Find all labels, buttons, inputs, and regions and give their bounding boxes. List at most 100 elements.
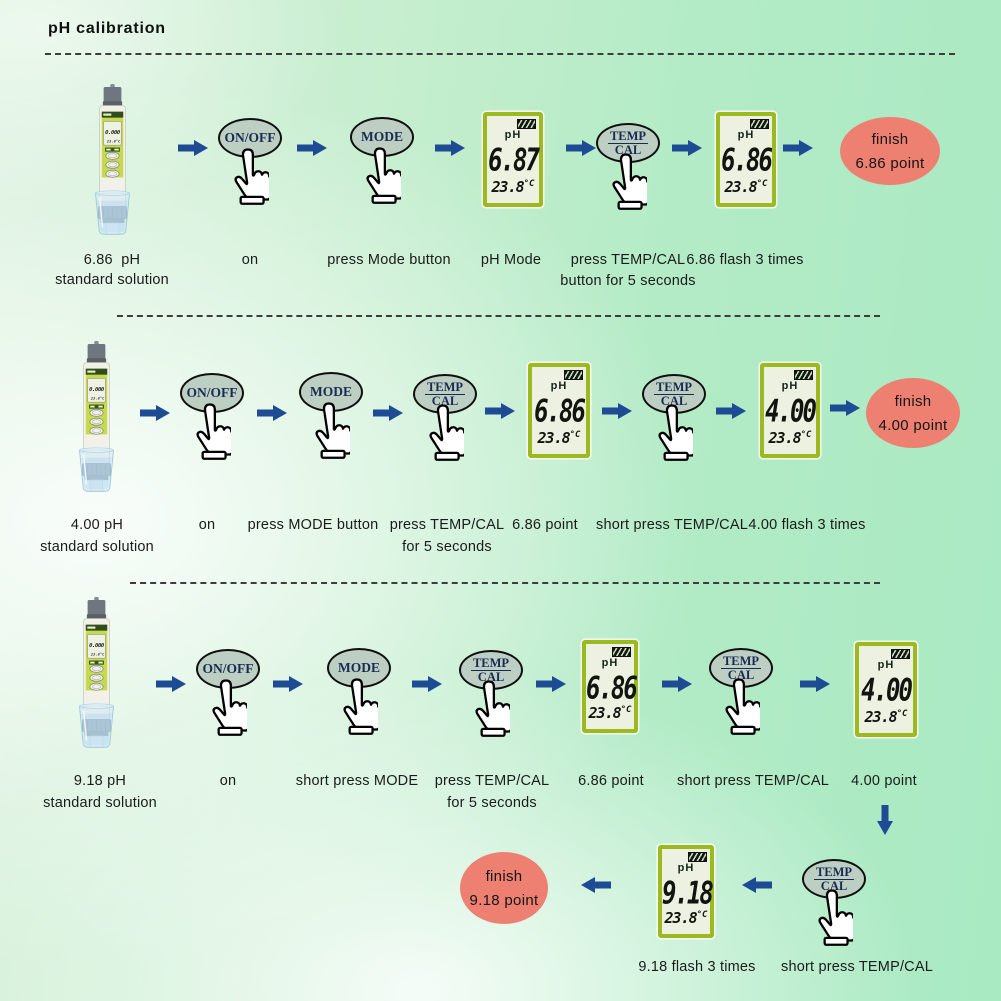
lcd-temp-unit: °C: [896, 709, 908, 719]
lcd-temp-unit: °C: [569, 430, 581, 440]
temp-cal-label-cal: CAL: [431, 393, 459, 408]
flow-arrow-icon: [257, 405, 287, 426]
step-caption: short press MODE: [296, 770, 418, 792]
flow-arrow-icon: [783, 140, 813, 161]
device-buttons: [89, 664, 104, 691]
lcd-ph-label: pH: [737, 129, 755, 141]
lcd-temp-value: 23.8: [768, 429, 802, 447]
mode-button-label: MODE: [338, 660, 380, 675]
flow-arrow-icon: [830, 400, 860, 421]
lcd-value: 6.86: [721, 142, 773, 179]
flow-arrow-icon: [435, 140, 465, 161]
lcd-temperature: 23.8°C: [720, 178, 772, 196]
battery-icon: [891, 649, 910, 659]
on-off-button: ON/OFF: [218, 118, 282, 158]
lcd-temperature: 23.8°C: [662, 909, 710, 927]
lcd-ph-label: pH: [677, 862, 695, 874]
flow-arrow-icon: [156, 676, 186, 697]
step-caption: on: [199, 514, 216, 536]
device-screen-temp: 23.8°C: [90, 396, 105, 400]
lcd-value: 6.86: [586, 670, 638, 707]
temp-cal-label-temp: TEMP: [720, 653, 762, 669]
step-caption: 6.86 point: [512, 514, 578, 536]
caption-line: 9.18 flash 3 times: [638, 959, 756, 975]
pressing-hand-icon: [807, 889, 860, 952]
caption-line: pH Mode: [480, 252, 542, 268]
on-off-button-label: ON/OFF: [202, 661, 254, 676]
temp-cal-label-temp: TEMP: [653, 379, 695, 395]
device-screen-value: 0.000: [105, 130, 121, 136]
step-caption: pH Mode: [481, 250, 541, 271]
caption-line: 6.86 point: [512, 517, 578, 533]
caption-line: short press TEMP/CAL: [780, 959, 934, 975]
lcd-value: 9.18: [662, 875, 714, 912]
lcd-temp-unit: °C: [523, 179, 535, 189]
battery-icon: [750, 119, 769, 129]
solution-label-line: standard solution: [43, 795, 157, 811]
temp-cal-label-cal: CAL: [660, 393, 688, 408]
lcd-temp-value: 23.8: [724, 178, 758, 196]
pressing-hand-icon: [185, 403, 238, 466]
temp-cal-label-cal: CAL: [820, 878, 848, 893]
step-caption: 9.18 flash 3 times: [638, 956, 755, 978]
finish-line: finish: [871, 130, 909, 148]
device-screen-value: 0.000: [89, 643, 105, 649]
battery-icon: [612, 647, 631, 657]
lcd-temperature: 23.8°C: [487, 178, 539, 196]
lcd-temp-value: 23.8: [537, 429, 571, 447]
flow-arrow-icon: [536, 676, 566, 697]
lcd-temp-value: 23.8: [664, 909, 698, 927]
lcd-temp-unit: °C: [756, 179, 768, 189]
lcd-temp-value: 23.8: [588, 704, 622, 722]
step-caption: press Mode button: [327, 250, 451, 271]
step-caption: short press TEMP/CAL: [596, 514, 748, 536]
lcd-temp-unit: °C: [620, 705, 632, 715]
left-arrow-icon: [581, 877, 611, 898]
lcd-value: 4.00: [861, 672, 913, 709]
caption-line: 6.86 flash 3 times: [686, 252, 804, 268]
device-screen-temp: 23.8°C: [90, 652, 105, 656]
temp-cal-label-cal: CAL: [727, 667, 755, 682]
lcd-temperature: 23.8°C: [764, 429, 816, 447]
battery-icon: [517, 119, 536, 129]
battery-icon: [688, 852, 707, 862]
dashed-divider: [45, 53, 955, 55]
device-buttons: [105, 151, 120, 178]
beaker-glass: [78, 703, 115, 748]
page-title: pH calibration: [48, 20, 166, 37]
step-caption: on: [220, 770, 237, 792]
lcd-temperature: 23.8°C: [859, 708, 913, 726]
caption-line: on: [198, 517, 216, 533]
flow-arrow-icon: [566, 140, 596, 161]
lcd-value: 6.87: [488, 142, 540, 179]
temp-cal-label-temp: TEMP: [470, 655, 512, 671]
step-caption: press MODE button: [248, 514, 379, 536]
flow-arrow-icon: [662, 676, 692, 697]
step-caption: short press TEMP/CAL: [677, 770, 829, 792]
solution-label-line: 6.86 pH: [83, 252, 141, 268]
temp-cal-label-cal: CAL: [614, 142, 642, 157]
pressing-hand-icon: [355, 147, 408, 210]
finish-line: finish: [485, 867, 523, 885]
caption-line: short press TEMP/CAL: [595, 517, 749, 533]
flow-arrow-icon: [716, 403, 746, 424]
caption-line: 4.00 flash 3 times: [748, 517, 866, 533]
flow-arrow-icon: [140, 405, 170, 426]
caption-line: on: [241, 252, 259, 268]
left-arrow-icon: [742, 877, 772, 898]
flow-arrow-icon: [373, 405, 403, 426]
step-caption: 4.00 point: [851, 770, 917, 792]
on-off-button-label: ON/OFF: [224, 130, 276, 145]
caption-line: 4.00 point: [851, 773, 917, 789]
lcd-temperature: 23.8°C: [532, 429, 586, 447]
